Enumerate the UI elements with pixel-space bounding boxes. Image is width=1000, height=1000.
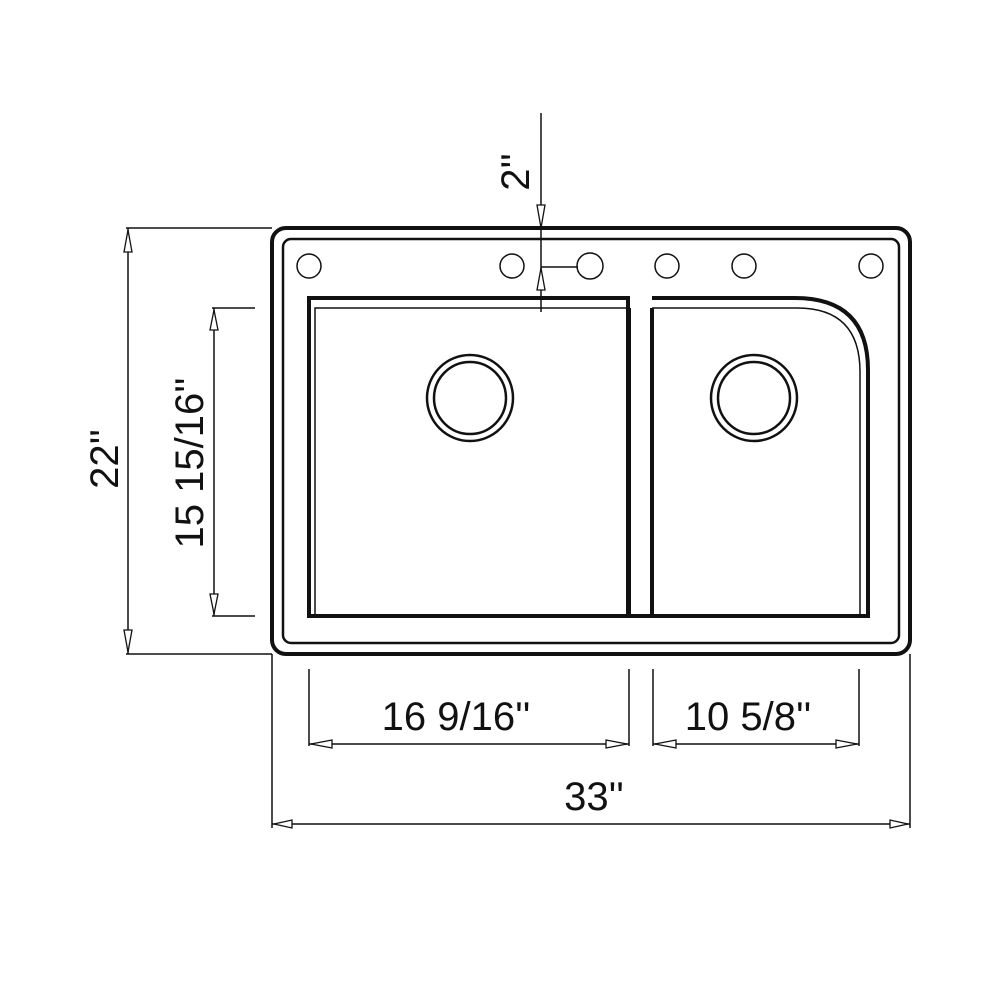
- dimension-label-right-bowl-width: 10 5/8'': [685, 695, 811, 739]
- dimension-rim-to-bowl: [536, 113, 578, 312]
- dimension-label-bowl-depth: 15 15/16'': [168, 378, 212, 549]
- left-drain-inner-icon: [432, 360, 508, 436]
- faucet-hole-icon: [576, 252, 604, 280]
- dimension-label-rim-to-bowl: 2'': [494, 153, 538, 191]
- faucet-hole-icon: [858, 253, 884, 279]
- dimension-overall-width: [271, 654, 911, 829]
- left-drain-icon: [425, 353, 515, 443]
- right-drain-icon: [709, 353, 799, 443]
- faucet-holes: [296, 252, 884, 280]
- faucet-hole-icon: [296, 253, 322, 279]
- faucet-hole-icon: [654, 253, 680, 279]
- dimension-label-overall-width: 33'': [564, 775, 624, 819]
- sink-outline: [270, 226, 912, 656]
- faucet-hole-icon: [731, 253, 757, 279]
- dimension-bowl-depth: [209, 307, 255, 617]
- dimension-left-bowl-width: [308, 669, 630, 749]
- dimension-right-bowl-width: [652, 669, 860, 749]
- bowl-divider: [627, 308, 654, 616]
- dimension-overall-depth: [123, 227, 272, 655]
- dimension-label-overall-depth: 22'': [83, 429, 127, 489]
- dimension-label-left-bowl-width: 16 9/16'': [382, 695, 531, 739]
- faucet-hole-icon: [499, 253, 525, 279]
- right-drain-inner-icon: [716, 360, 792, 436]
- right-bowl: [628, 296, 870, 618]
- left-bowl: [307, 296, 630, 618]
